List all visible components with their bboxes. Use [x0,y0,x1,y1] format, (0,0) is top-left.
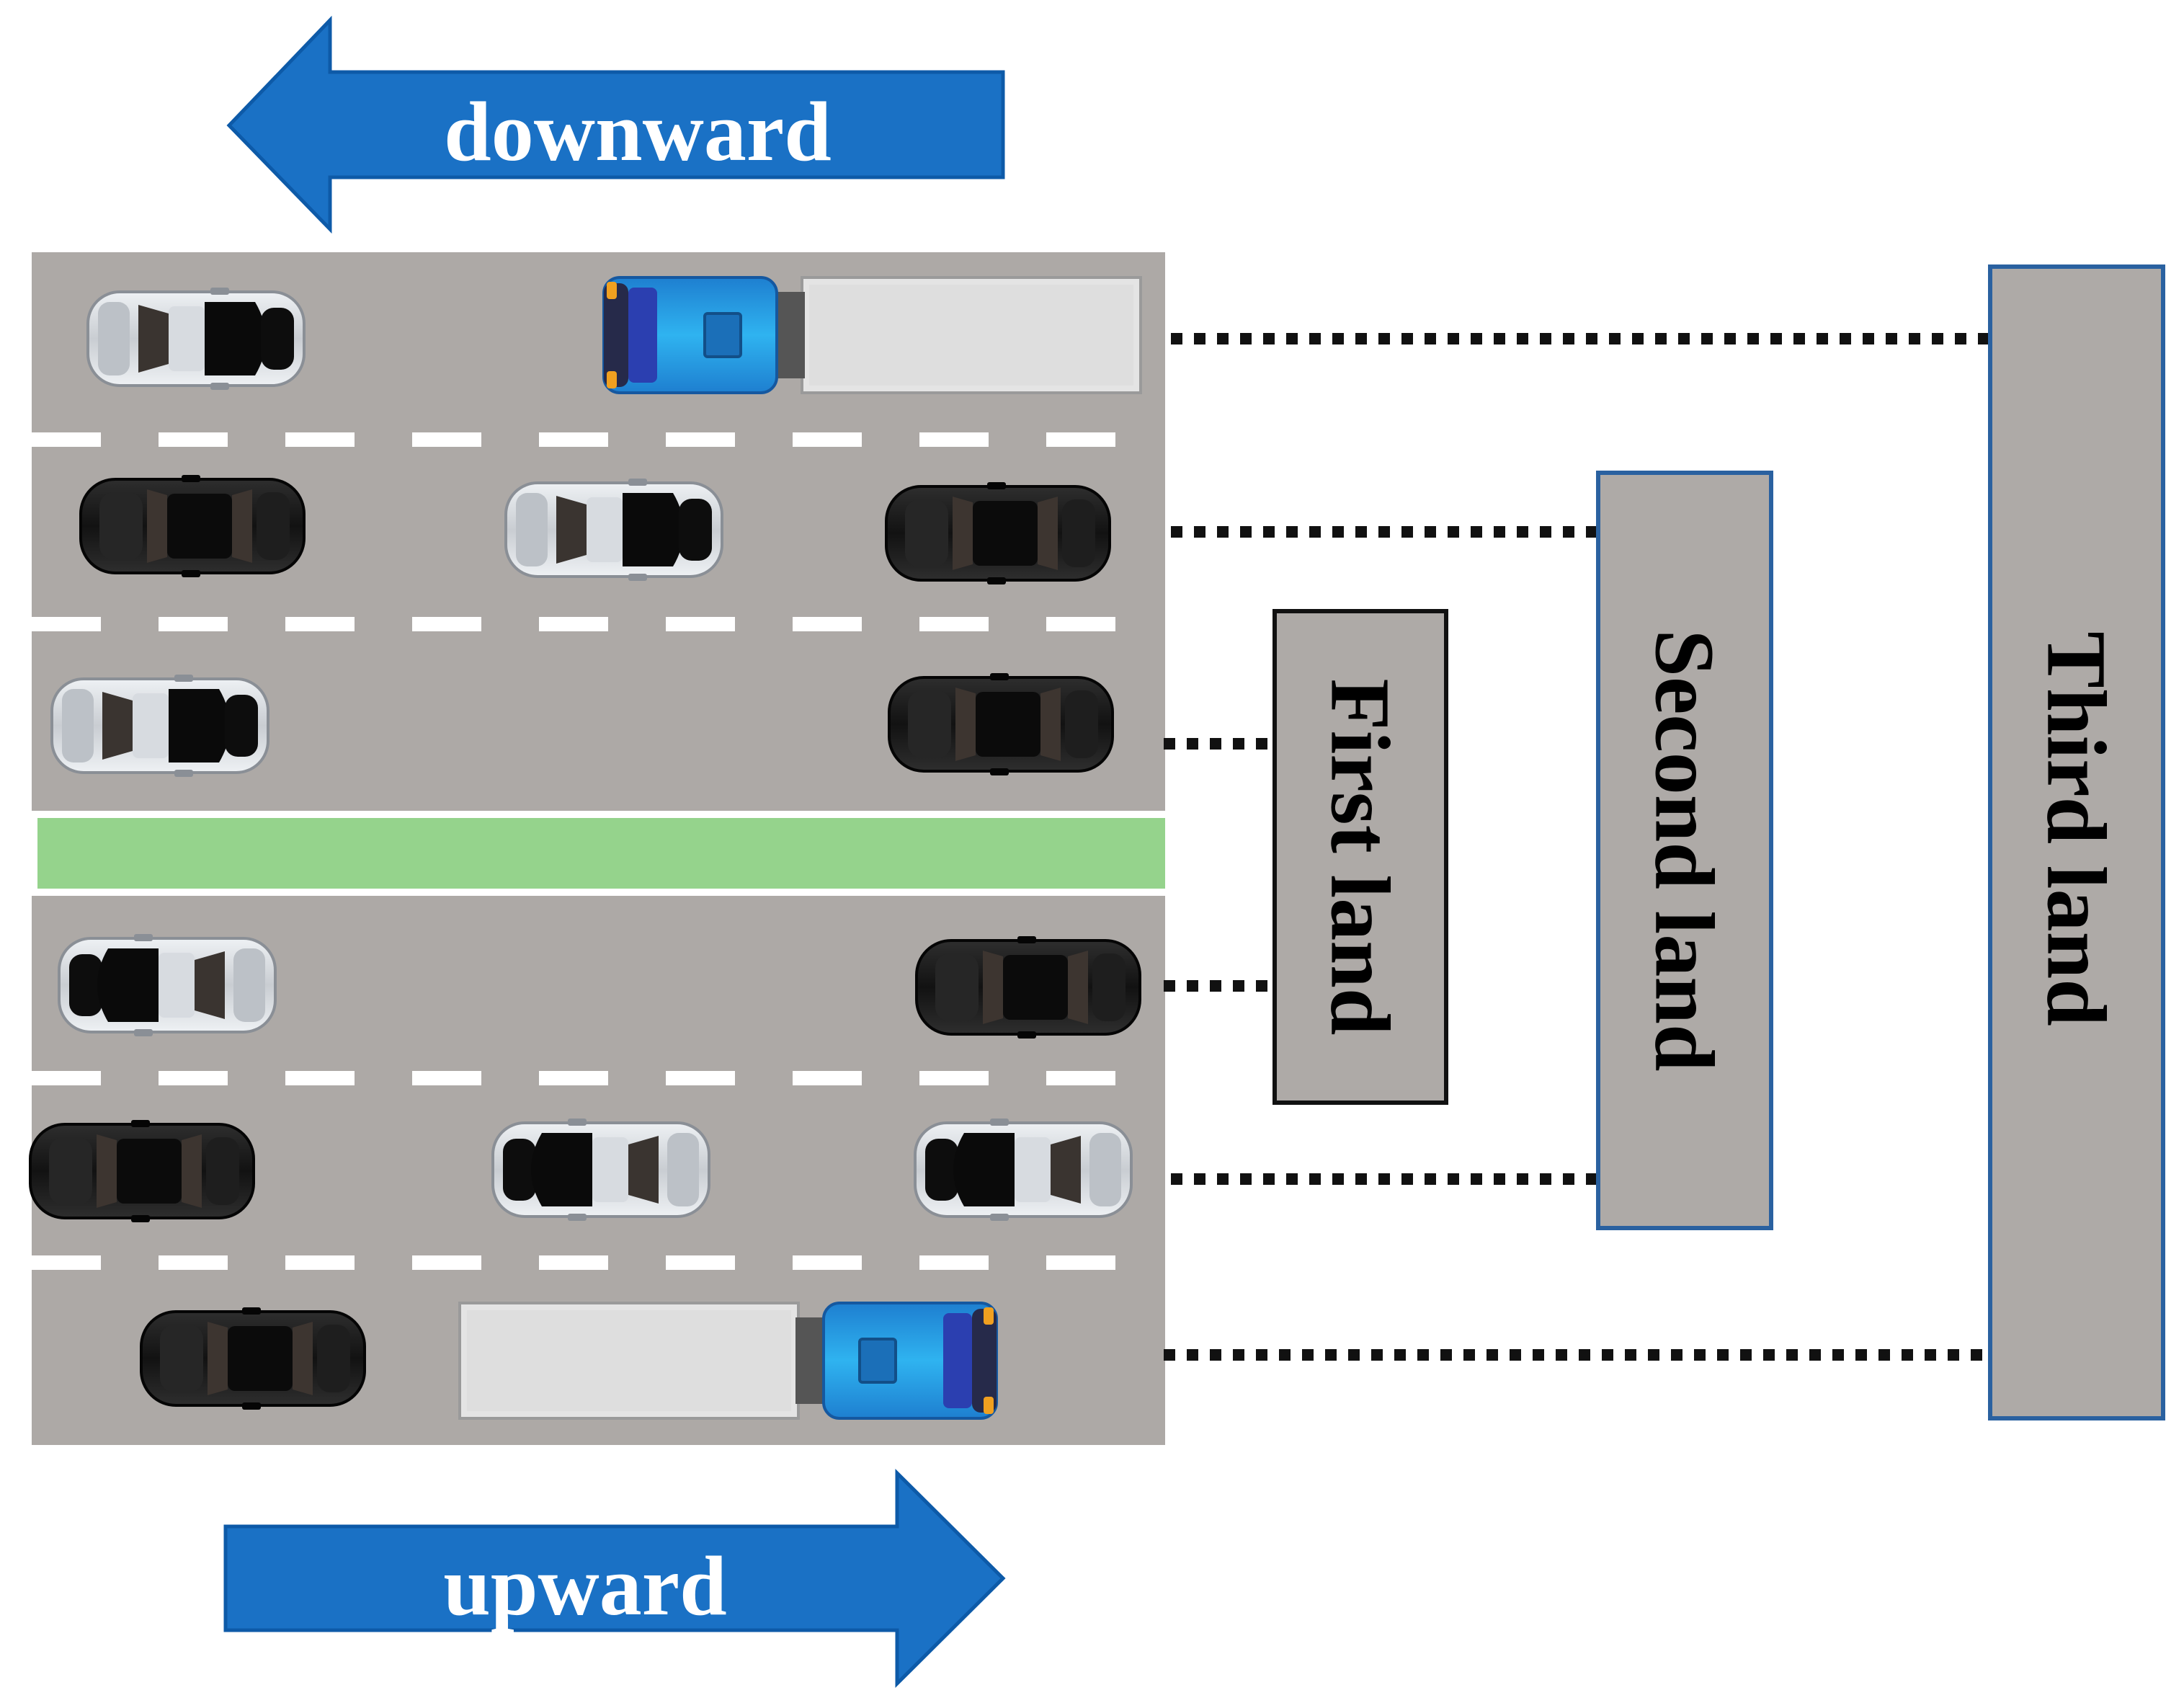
first-land-rect [1272,609,1448,1105]
upward-arrow: upward [223,1468,1006,1689]
vehicle-silver-car-3 [50,673,269,778]
median-strip [37,818,1165,889]
second-land-label: Second land [1638,629,1732,1071]
vehicle-silver-car-6 [914,1117,1133,1222]
second-land-rect [1596,471,1773,1230]
lane-markings [32,432,1165,1270]
upward-arrow-shape [223,1468,1006,1689]
vehicle-truck-2 [458,1302,998,1420]
upward-arrow-label: upward [443,1539,726,1633]
vehicle-silver-car-5 [491,1117,710,1222]
vehicle-dark-car-2 [885,481,1111,586]
vehicle-silver-car-4 [58,933,277,1038]
median-edge-bottom [32,889,1165,896]
vehicle-dark-car-1 [79,473,306,579]
vehicle-dark-car-3 [888,672,1114,777]
vehicle-silver-car-2 [504,477,723,582]
third-land-rect [1988,264,2165,1420]
road [32,252,1165,1445]
vehicle-truck-1 [602,276,1142,394]
first-land-label: First land [1314,679,1408,1036]
median-edge-top [32,811,1165,818]
vehicle-silver-car-1 [86,286,306,391]
vehicle-dark-car-5 [29,1119,255,1224]
third-land-label: Third land [2030,631,2124,1026]
third-land-box: Third land [1988,264,2165,1420]
downward-arrow-shape [226,15,1005,234]
vehicle-dark-car-6 [140,1306,366,1411]
vehicle-dark-car-4 [915,935,1141,1040]
first-land-box: First land [1272,609,1448,1105]
connector-lines [1164,333,1990,1361]
downward-arrow: downward [226,15,1005,234]
second-land-box: Second land [1596,471,1773,1230]
downward-arrow-label: downward [444,84,832,179]
